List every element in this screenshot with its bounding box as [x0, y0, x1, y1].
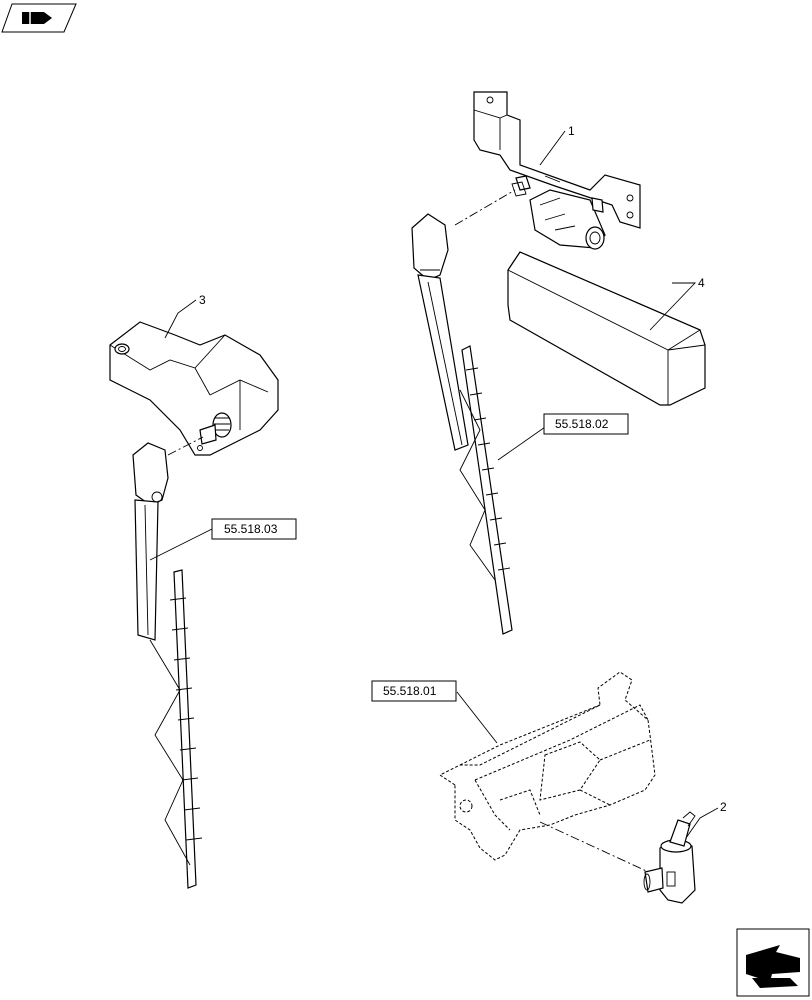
item-label-1: 1 — [568, 124, 575, 138]
callout-leaders — [149, 130, 719, 839]
next-page-arrow-icon[interactable] — [736, 928, 810, 997]
item-2-washer-pump — [643, 811, 696, 904]
reference-label: 55.518.02 — [555, 417, 609, 431]
wiper-arm-55-518-02 — [411, 213, 513, 635]
centerline-3 — [167, 436, 204, 456]
reference-label: 55.518.01 — [383, 684, 437, 698]
reference-55-518-02[interactable]: 55.518.02 — [543, 413, 629, 435]
bracket-motor-assembly — [473, 91, 641, 250]
item-label-4: 4 — [698, 276, 705, 290]
wiper-arm-55-518-03 — [132, 442, 203, 889]
item-3-motor-housing — [109, 321, 279, 456]
centerline-1 — [454, 189, 516, 226]
item-label-3: 3 — [199, 293, 206, 307]
item-4-block — [507, 251, 706, 406]
reference-label: 55.518.03 — [224, 522, 278, 536]
reference-55-518-01[interactable]: 55.518.01 — [371, 680, 457, 702]
item-label-2: 2 — [720, 800, 727, 814]
reference-55-518-03[interactable]: 55.518.03 — [211, 518, 297, 540]
pointing-hand-icon[interactable] — [1, 3, 77, 33]
washer-reservoir-55-518-01 — [439, 671, 656, 861]
centerline-2 — [539, 821, 656, 876]
